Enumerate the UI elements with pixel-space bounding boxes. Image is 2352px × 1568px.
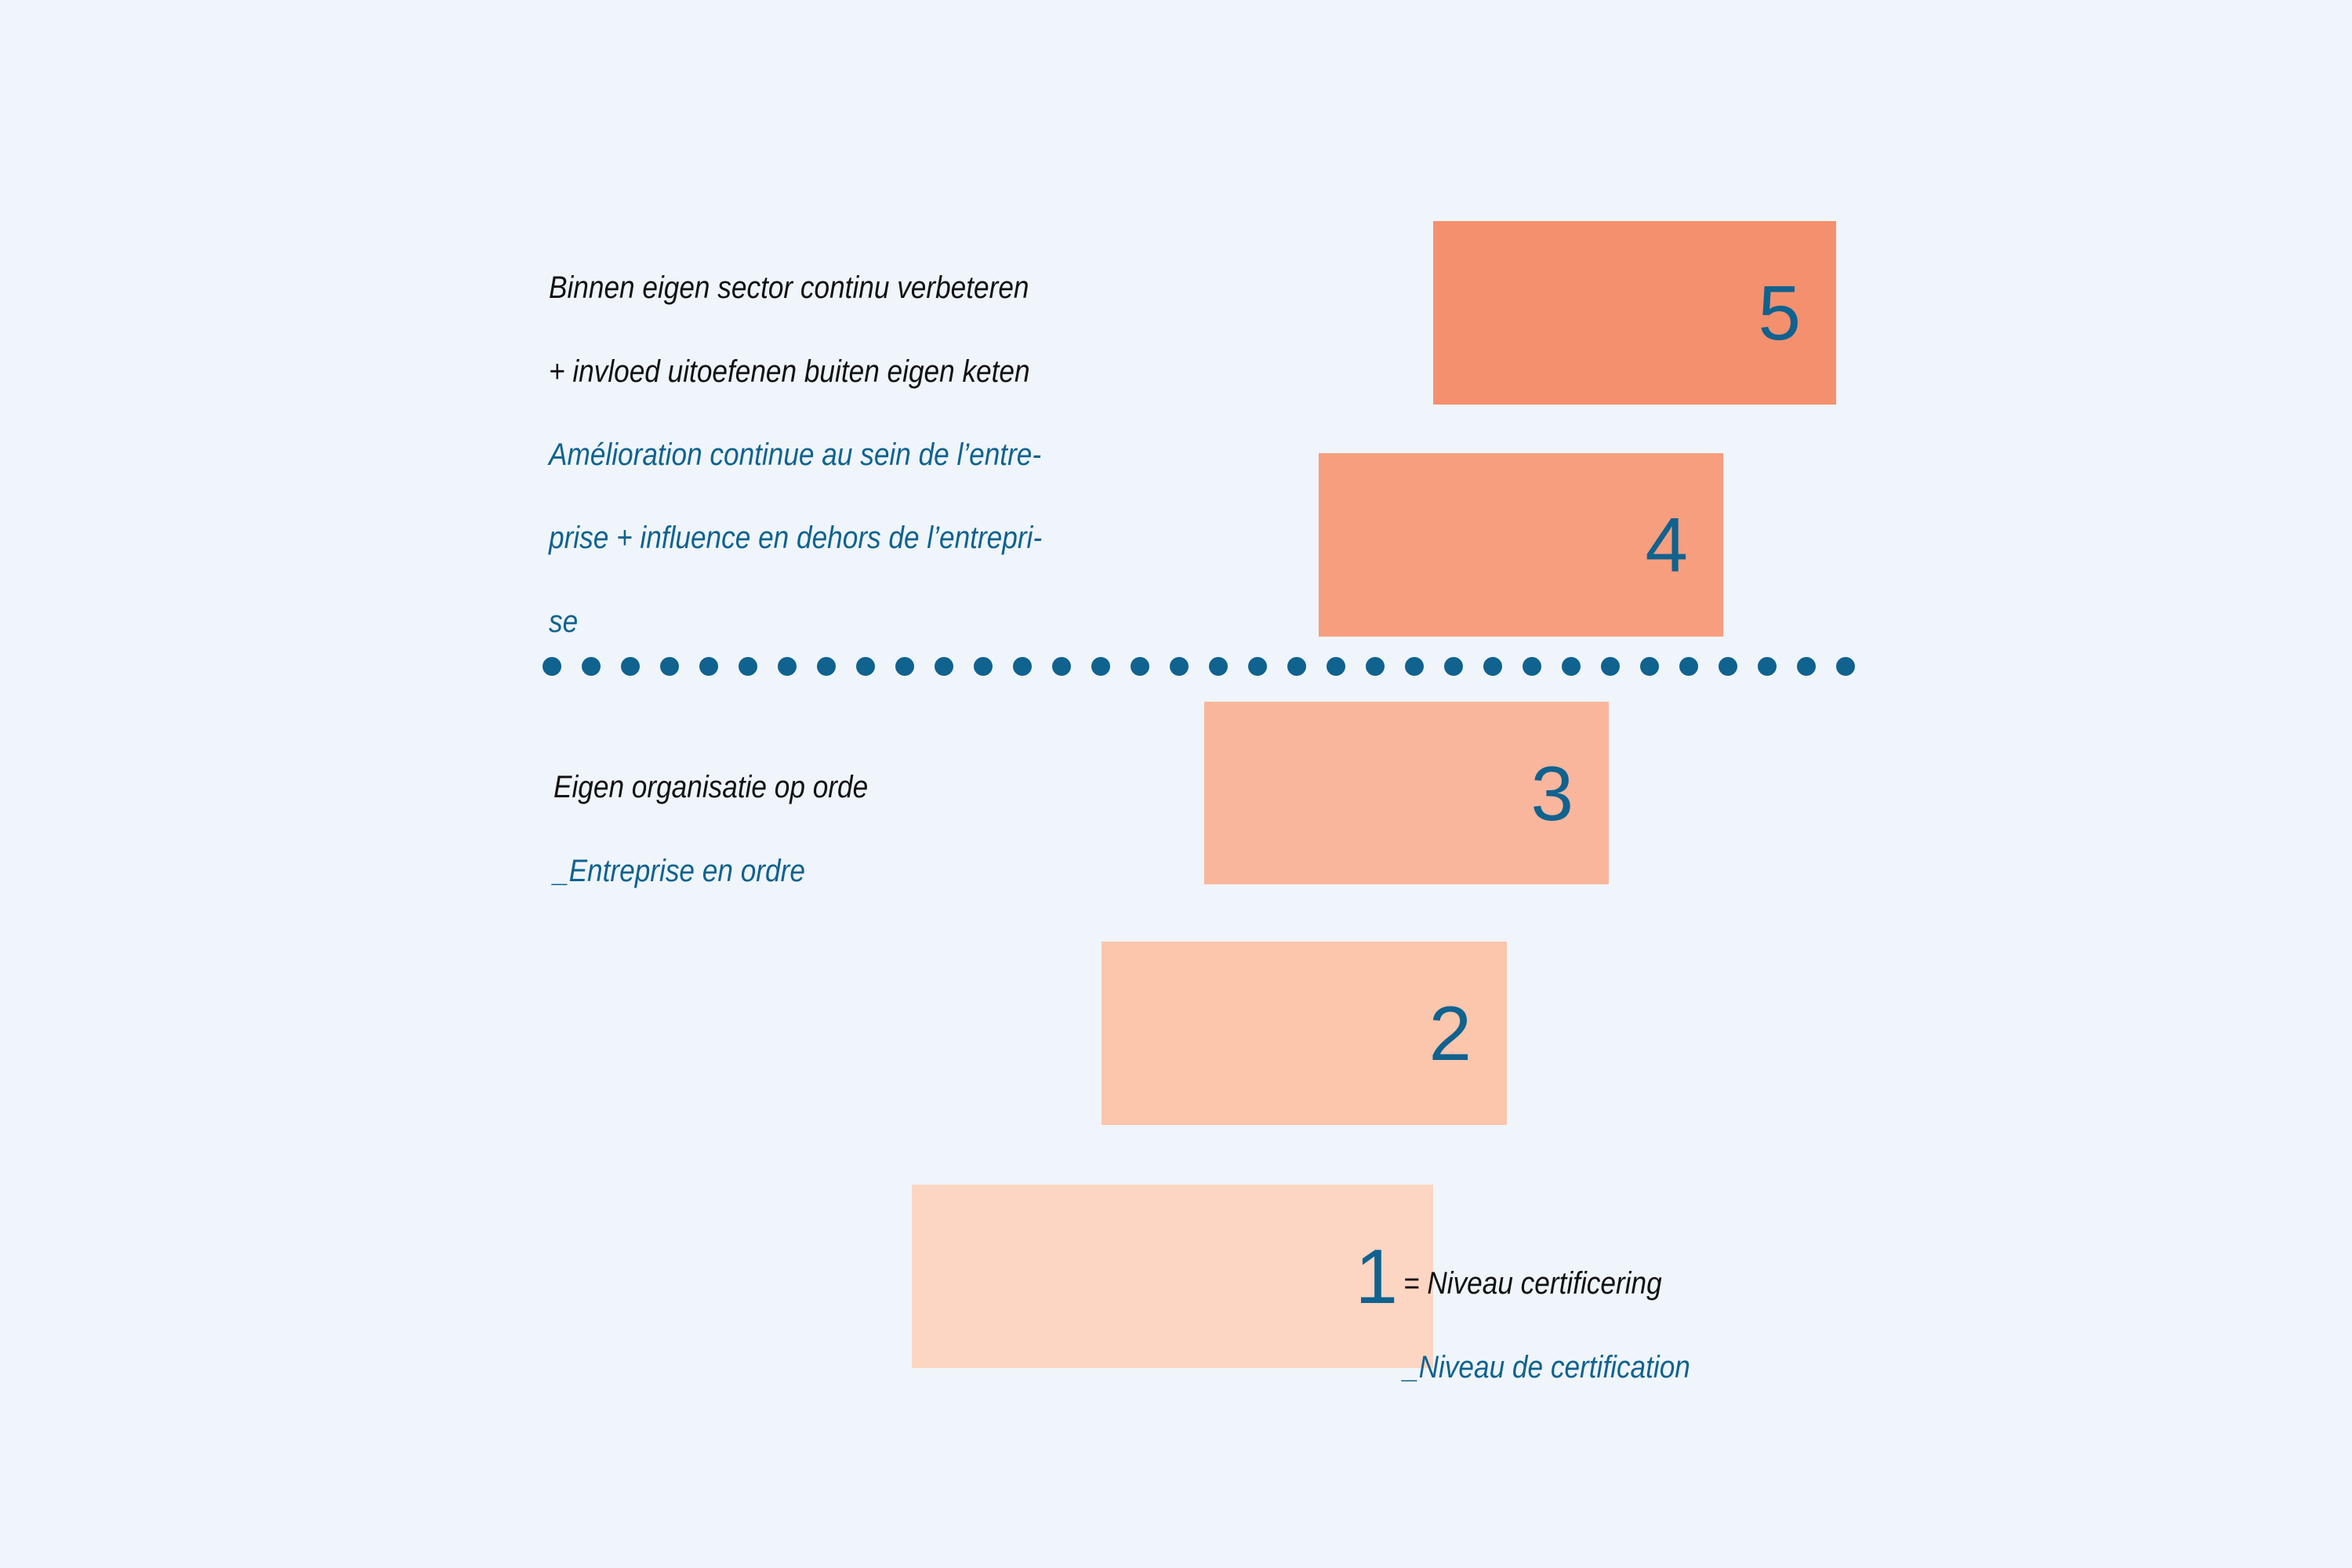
separator-dot [1327,657,1345,676]
separator-dot [1444,657,1463,676]
separator-dot [621,657,640,676]
separator-dot [1170,657,1189,676]
separator-dot [1640,657,1659,676]
annotation-lower-levels: Eigen organisatie op orde _Entreprise en… [554,725,1174,934]
legend-fr-line-1: _Niveau de certification [1403,1349,1690,1385]
separator-dot [1797,657,1816,676]
level-bar-2[interactable]: 2 [1102,942,1507,1125]
annotation-upper-nl-line-1: Binnen eigen sector continu verbeteren [549,270,1029,306]
level-bar-4[interactable]: 4 [1319,453,1723,637]
separator-dot [856,657,875,676]
separator-dot [935,657,953,676]
level-number-5: 5 [1758,270,1801,356]
separator-dot [1248,657,1267,676]
separator-dot [895,657,914,676]
separator-dot [1091,657,1110,676]
separator-dot [974,657,993,676]
level-number-4: 4 [1645,502,1688,588]
separator-dot [1366,657,1385,676]
separator-dot [582,657,601,676]
annotation-upper-nl-line-2: + invloed uitoefenen buiten eigen keten [549,354,1030,389]
separator-dot [543,657,561,676]
separator-dot [1052,657,1071,676]
separator-dot [1209,657,1228,676]
separator-dot [1131,657,1149,676]
separator-dot [1758,657,1777,676]
separator-dot [1287,657,1306,676]
level-number-1: 1 [1355,1233,1398,1319]
separator-dot [1601,657,1620,676]
level-bar-1[interactable]: 1 [912,1185,1433,1368]
separator-dot [778,657,797,676]
level-number-2: 2 [1428,990,1472,1076]
separator-dot [1562,657,1581,676]
legend-nl-line-1: = Niveau certificering [1403,1266,1662,1301]
level-bar-3[interactable]: 3 [1204,702,1609,884]
annotation-lower-fr-line-1: _Entreprise en ordre [554,853,805,888]
separator-dot [1013,657,1032,676]
level-number-3: 3 [1530,750,1573,837]
separator-dot [1679,657,1698,676]
annotation-lower-nl-line-1: Eigen organisatie op orde [554,770,869,805]
annotation-upper-levels: Binnen eigen sector continu verbeteren +… [549,226,1253,684]
annotation-upper-fr-line-2: prise + influence en dehors de l’entrepr… [549,521,1043,556]
separator-dot [817,657,836,676]
separator-dot [1836,657,1855,676]
annotation-upper-fr-line-1: Amélioration continue au sein de l’entre… [549,437,1042,472]
dotted-separator [543,657,1860,676]
separator-dot [699,657,718,676]
separator-dot [1719,657,1737,676]
separator-dot [1405,657,1424,676]
separator-dot [1523,657,1541,676]
legend-certification-level: = Niveau certificering _Niveau de certif… [1403,1221,1955,1430]
separator-dot [1483,657,1502,676]
annotation-upper-fr-line-3: se [549,604,579,639]
level-bar-5[interactable]: 5 [1433,221,1836,405]
separator-dot [739,657,757,676]
separator-dot [660,657,679,676]
